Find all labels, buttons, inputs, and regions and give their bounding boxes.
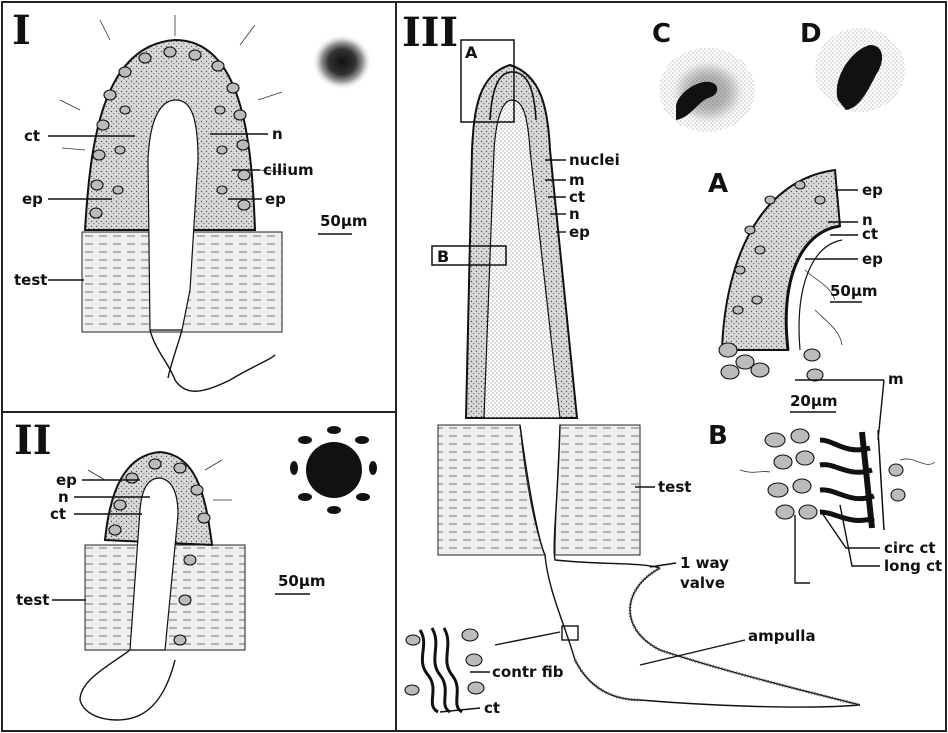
label-circ-ct: circ ct (884, 539, 936, 557)
panel-C: C (652, 19, 755, 132)
panel-III: III A B (402, 9, 860, 717)
scale-bar-label: 50µm (830, 282, 878, 300)
label-ep-left: ep (22, 190, 43, 208)
tube-lower (150, 330, 275, 391)
label-ep-top: ep (862, 181, 883, 199)
label-valve-1: 1 way (680, 554, 729, 572)
label-test: test (14, 271, 47, 289)
scale-bar-label: 50µm (320, 212, 368, 230)
detail-B-letter: B (708, 421, 728, 451)
contr-fib-inset (405, 628, 484, 712)
panel-II-numeral: II (14, 417, 51, 464)
label-long-ct: long ct (884, 557, 942, 575)
panel-D-letter: D (800, 19, 822, 49)
label-contr-fib: contr fib (492, 663, 564, 681)
detail-A-letter: A (708, 169, 728, 199)
label-ep-right: ep (265, 190, 286, 208)
box-A-letter: A (465, 43, 478, 62)
label-n: n (58, 488, 69, 506)
label-ct: ct (569, 188, 585, 206)
panel-C-letter: C (652, 19, 671, 49)
test-layer-right (555, 425, 640, 555)
cross-section-ring (306, 442, 362, 498)
box-B-letter: B (437, 247, 449, 266)
label-test: test (658, 478, 691, 496)
label-m: m (888, 370, 904, 388)
label-ep: ep (56, 471, 77, 489)
label-ep-inner: ep (862, 250, 883, 268)
label-test: test (16, 591, 49, 609)
label-m: m (569, 171, 585, 189)
ampulla-outline (630, 568, 860, 705)
label-nuclei: nuclei (569, 151, 620, 169)
test-layer-left (438, 425, 545, 555)
panel-II: II ep n ct test (14, 417, 377, 720)
label-cilium: cilium (263, 161, 314, 179)
label-valve-2: valve (680, 574, 725, 592)
label-ep: ep (569, 223, 590, 241)
cross-section-blob-I (312, 34, 372, 90)
detail-B: B 20µm circ ct long ct (708, 392, 942, 583)
panel-I: I (12, 7, 372, 391)
panel-D: D (800, 19, 905, 112)
label-ct: ct (24, 127, 40, 145)
label-ct: ct (50, 505, 66, 523)
panel-III-numeral: III (402, 9, 458, 56)
detail-B-fibers (820, 430, 884, 530)
label-ct-bottom: ct (484, 699, 500, 717)
label-ct: ct (862, 225, 878, 243)
panel-I-numeral: I (12, 7, 31, 54)
label-ampulla: ampulla (748, 627, 816, 645)
label-n: n (272, 125, 283, 143)
label-n: n (569, 205, 580, 223)
scale-bar-label: 20µm (790, 392, 838, 410)
scale-bar-label: 50µm (278, 572, 326, 590)
